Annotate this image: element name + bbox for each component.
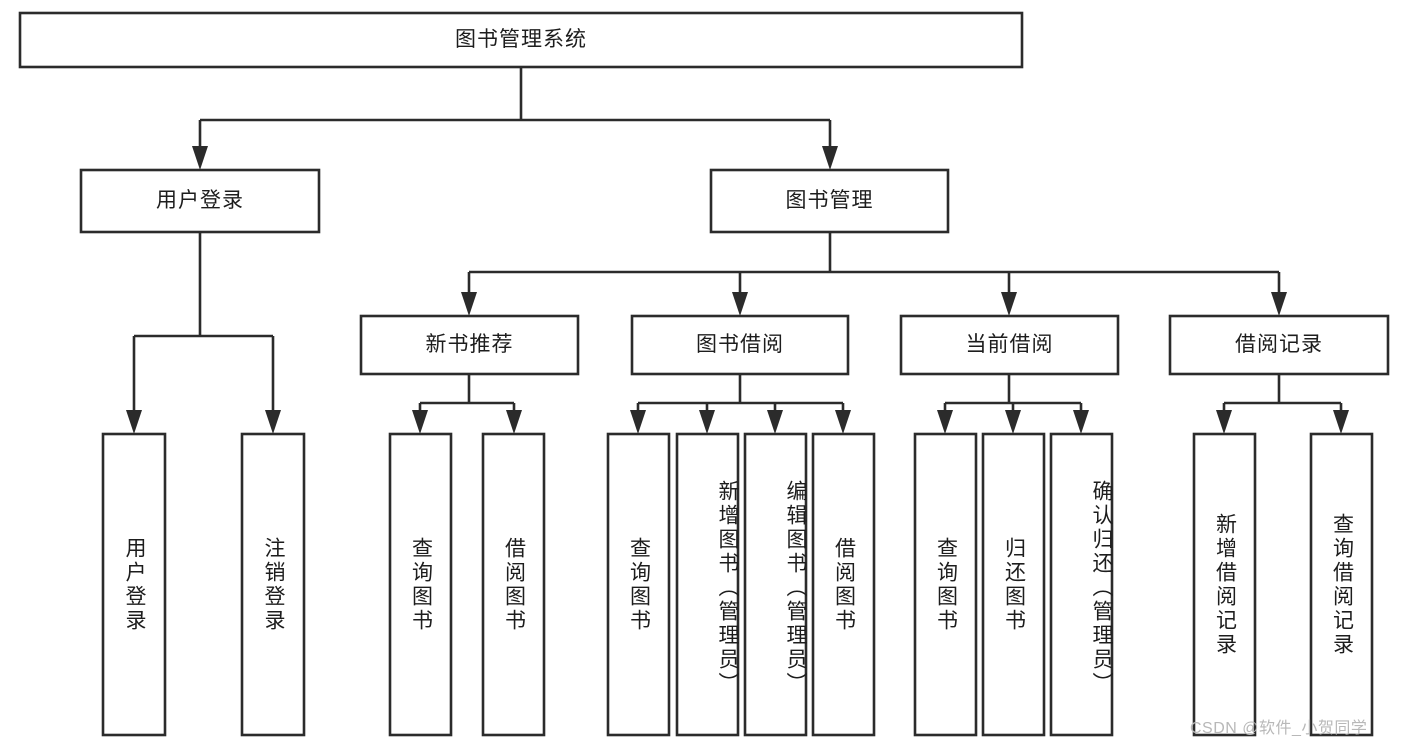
arrow-root-to-book-management bbox=[822, 146, 838, 170]
arrow-nbr-to-leaf2 bbox=[506, 410, 522, 434]
node-label-leaf-add-borrow-record: 新增借阅记录 bbox=[1213, 512, 1237, 657]
arrow-bb-to-leaf4 bbox=[835, 410, 851, 434]
node-box-current-borrow[interactable] bbox=[899, 314, 1120, 376]
node-label-leaf-query-book-current: 查询图书 bbox=[934, 536, 958, 633]
arrow-cb-to-leaf3 bbox=[1073, 410, 1089, 434]
node-box-leaf-user-login[interactable] bbox=[101, 432, 167, 737]
node-box-root[interactable] bbox=[18, 11, 1024, 69]
node-box-new-book-recommend[interactable] bbox=[359, 314, 580, 376]
node-label-leaf-user-login: 用户登录 bbox=[123, 536, 147, 633]
arrow-user-login-to-leaf1 bbox=[126, 410, 142, 434]
arrow-bb-to-leaf2 bbox=[699, 410, 715, 434]
node-label-book-borrow: 图书借阅 bbox=[696, 333, 784, 357]
node-box-leaf-return-book[interactable] bbox=[981, 432, 1046, 737]
node-label-borrow-record: 借阅记录 bbox=[1235, 333, 1323, 357]
node-label-new-book-recommend: 新书推荐 bbox=[425, 333, 514, 357]
node-label-current-borrow: 当前借阅 bbox=[965, 333, 1054, 357]
node-label-leaf-query-borrow-record: 查询借阅记录 bbox=[1330, 512, 1354, 657]
arrow-bb-to-leaf3 bbox=[767, 410, 783, 434]
node-box-leaf-edit-book[interactable] bbox=[743, 432, 808, 737]
arrow-br-to-leaf1 bbox=[1216, 410, 1232, 434]
arrow-bm-to-new-book-recommend bbox=[461, 292, 477, 316]
arrow-bm-to-current-borrow bbox=[1001, 292, 1017, 316]
node-box-leaf-query-borrow-record[interactable] bbox=[1309, 432, 1374, 737]
arrow-bm-to-borrow-record bbox=[1271, 292, 1287, 316]
node-label-leaf-borrow-book-recommend: 借阅图书 bbox=[502, 536, 526, 633]
arrow-root-to-user-login bbox=[192, 146, 208, 170]
node-box-leaf-query-book-recommend[interactable] bbox=[388, 432, 453, 737]
node-label-leaf-query-book-recommend: 查询图书 bbox=[409, 536, 433, 633]
node-box-leaf-borrow-book-recommend[interactable] bbox=[481, 432, 546, 737]
node-box-leaf-query-book-current[interactable] bbox=[913, 432, 978, 737]
node-label-leaf-confirm-return: 确认归还（管理员） bbox=[1090, 479, 1113, 696]
node-label-leaf-return-book: 归还图书 bbox=[1002, 536, 1026, 633]
arrow-nbr-to-leaf1 bbox=[412, 410, 428, 434]
node-box-leaf-borrow-book[interactable] bbox=[811, 432, 876, 737]
node-label-root: 图书管理系统 bbox=[455, 28, 587, 52]
csdn-watermark: CSDN @软件_小贺同学 bbox=[1190, 720, 1368, 737]
arrow-bb-to-leaf1 bbox=[630, 410, 646, 434]
node-label-leaf-logout-login: 注销登录 bbox=[262, 536, 286, 633]
arrow-bm-to-book-borrow bbox=[732, 292, 748, 316]
node-label-user-login: 用户登录 bbox=[156, 189, 244, 213]
node-label-leaf-edit-book: 编辑图书（管理员） bbox=[784, 479, 807, 696]
arrow-cb-to-leaf2 bbox=[1005, 410, 1021, 434]
arrow-br-to-leaf2 bbox=[1333, 410, 1349, 434]
node-box-leaf-confirm-return[interactable] bbox=[1049, 432, 1114, 737]
arrow-cb-to-leaf1 bbox=[937, 410, 953, 434]
node-box-user-login[interactable] bbox=[79, 168, 321, 234]
node-label-leaf-add-book: 新增图书（管理员） bbox=[716, 479, 739, 696]
node-box-leaf-add-book[interactable] bbox=[675, 432, 740, 737]
node-box-leaf-logout-login[interactable] bbox=[240, 432, 306, 737]
arrow-user-login-to-leaf2 bbox=[265, 410, 281, 434]
node-box-leaf-query-book-borrow[interactable] bbox=[606, 432, 671, 737]
node-label-book-management: 图书管理 bbox=[785, 189, 874, 213]
node-label-leaf-query-book-borrow: 查询图书 bbox=[627, 536, 651, 633]
node-label-leaf-borrow-book: 借阅图书 bbox=[832, 536, 856, 633]
node-box-leaf-add-borrow-record[interactable] bbox=[1192, 432, 1257, 737]
